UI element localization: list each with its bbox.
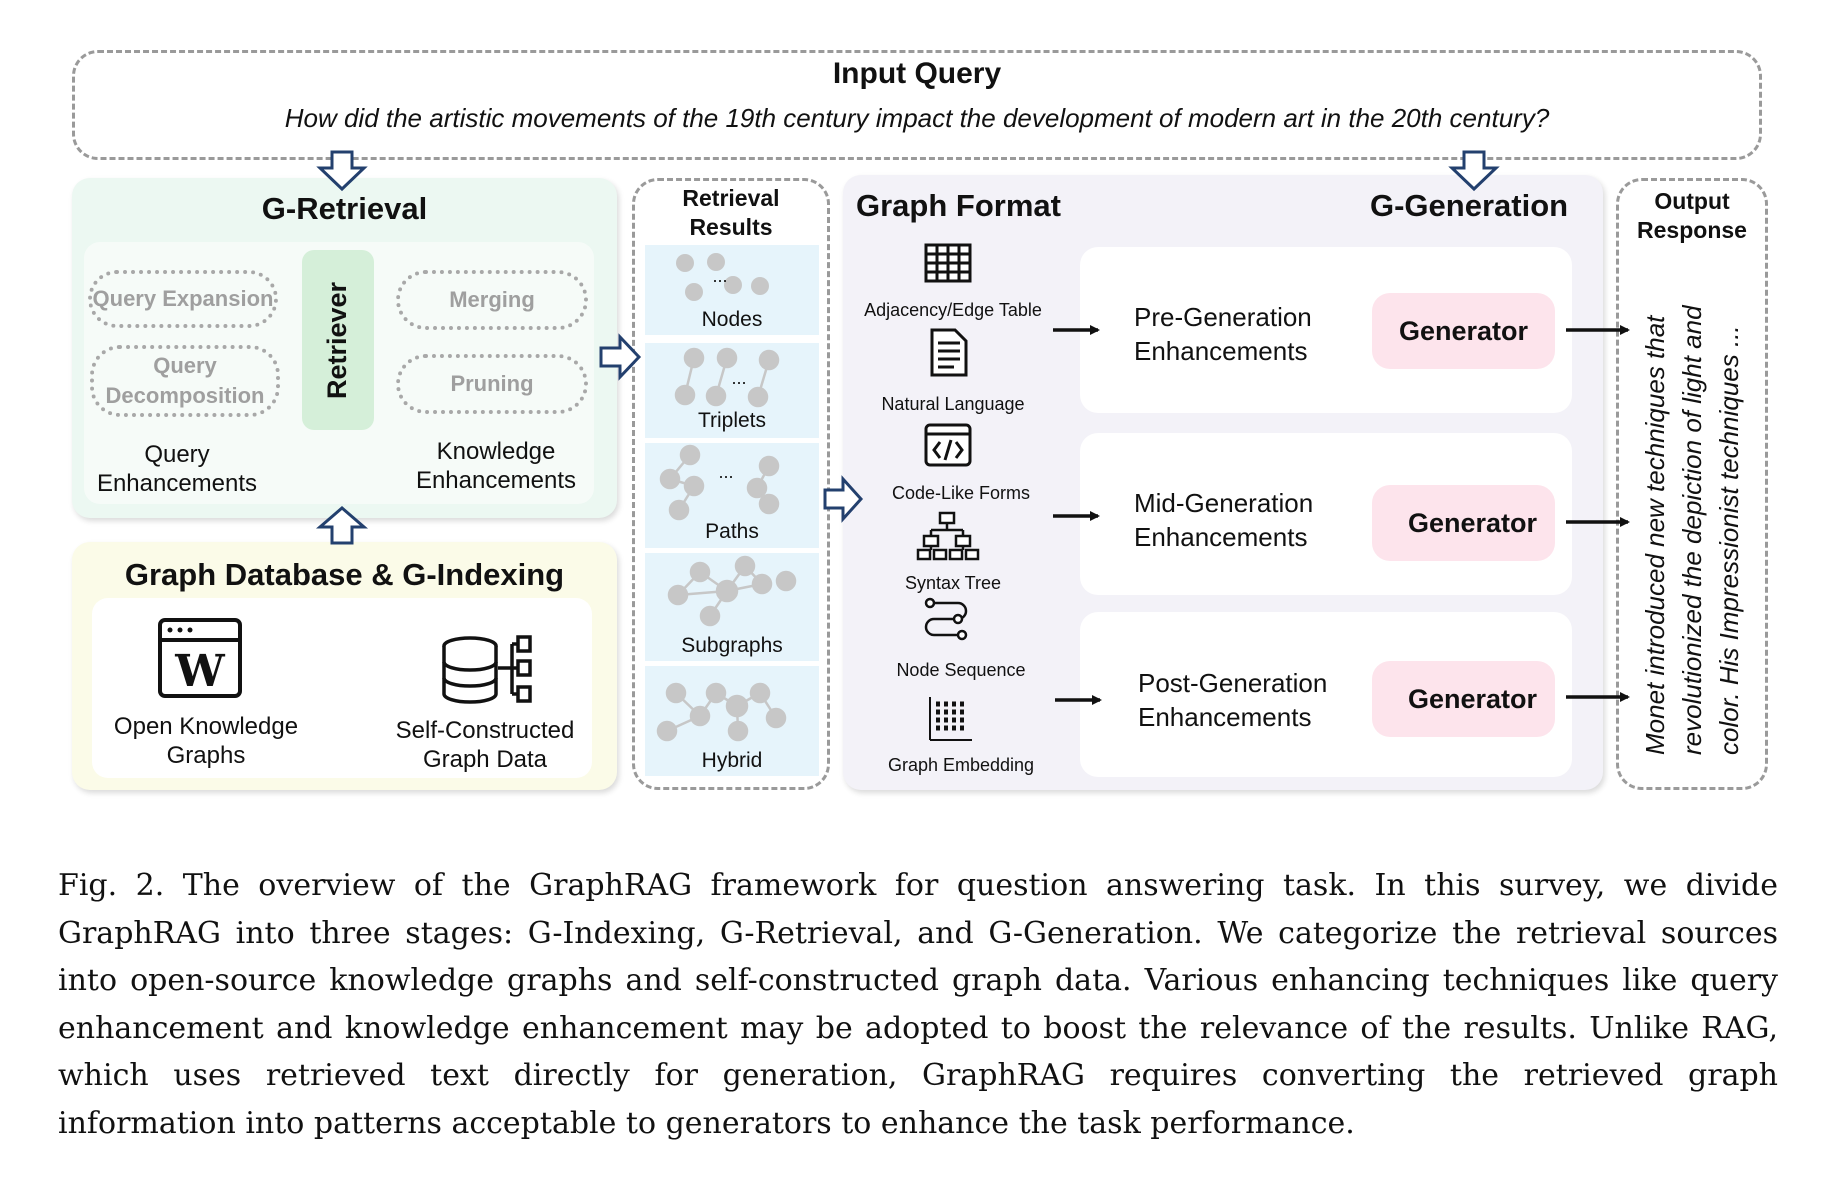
format-label-adjacency: Adjacency/Edge Table (864, 300, 1042, 320)
retriever-block: Retriever (302, 250, 374, 430)
pruning-pill: Pruning (396, 354, 588, 414)
format-label-syntax-tree: Syntax Tree (904, 573, 1002, 593)
stage-label-post: Post-Generation Enhancements (1138, 668, 1328, 732)
format-label-natural-language: Natural Language (881, 394, 1025, 414)
stage-label-pre: Pre-Generation Enhancements (1134, 302, 1312, 366)
query-decomposition-pill: Query Decomposition (90, 345, 280, 417)
input-query-text: How did the artistic movements of the 19… (284, 102, 1550, 133)
graph-format-title: Graph Format (856, 188, 1061, 223)
subgraphs-graph-icon (667, 555, 797, 627)
generator-mid: Generator (1372, 485, 1555, 561)
stage-label-mid: Mid-Generation Enhancements (1134, 488, 1314, 552)
right-arrow-to-results (599, 333, 642, 381)
figure-caption: Fig. 2. The overview of the GraphRAG fra… (58, 868, 1778, 1141)
self-constructed-label: Self-Constructed Graph Data (395, 717, 575, 773)
svg-text:...: ... (712, 266, 727, 286)
merging-pill: Merging (396, 270, 588, 330)
down-arrow-to-generation (1448, 150, 1500, 192)
wikipedia-icon: W (158, 618, 242, 698)
code-icon (924, 423, 972, 467)
up-arrow-from-graphdb (315, 506, 369, 545)
input-query-box (72, 50, 1762, 160)
query-decomposition-label: Query Decomposition (105, 353, 265, 408)
node-sequence-icon (924, 597, 968, 641)
knowledge-enhancements-label: Knowledge Enhancements (415, 438, 577, 494)
result-cell-subgraphs: Subgraphs (645, 553, 819, 661)
g-generation-title: G-Generation (1370, 188, 1569, 223)
query-enhancements-label: Query Enhancements (96, 441, 258, 497)
result-label-nodes: Nodes (701, 308, 763, 331)
graph-db-title: Graph Database & G-Indexing (124, 557, 565, 592)
g-retrieval-title: G-Retrieval (261, 191, 428, 226)
output-response-box (1616, 178, 1768, 790)
retrieval-results-box (632, 178, 830, 790)
result-label-hybrid: Hybrid (701, 749, 763, 772)
retrieval-results-title: Retrieval Results (682, 185, 780, 240)
syntax-tree-icon (916, 511, 980, 561)
right-arrow-to-format (823, 475, 864, 523)
input-query-title: Input Query (832, 57, 1002, 90)
paths-graph-icon: ... (659, 444, 780, 521)
svg-text:...: ... (731, 368, 746, 388)
database-icon (442, 635, 532, 704)
result-label-triplets: Triplets (697, 409, 767, 432)
table-icon (924, 243, 972, 283)
nodes-graph-icon: ... (676, 253, 769, 301)
result-label-paths: Paths (705, 520, 759, 543)
svg-text:...: ... (718, 462, 733, 482)
triplets-graph-icon: ... (674, 347, 780, 408)
svg-text:W: W (174, 646, 225, 697)
graph-embedding-icon (929, 697, 972, 741)
generator-post: Generator (1372, 661, 1555, 737)
hybrid-graph-icon (656, 682, 787, 742)
generator-pre: Generator (1372, 293, 1555, 369)
output-response-title: Output Response (1637, 188, 1747, 243)
open-kg-label: Open Knowledge Graphs (113, 713, 299, 769)
format-label-graph-embedding: Graph Embedding (887, 755, 1035, 775)
query-expansion-pill: Query Expansion (88, 270, 278, 328)
result-cell-paths: Paths (645, 443, 819, 548)
down-arrow-to-retrieval (316, 150, 368, 192)
format-label-node-sequence: Node Sequence (896, 660, 1026, 680)
format-label-code-like: Code-Like Forms (891, 483, 1031, 503)
result-label-subgraphs: Subgraphs (681, 634, 783, 657)
document-icon (930, 328, 968, 377)
